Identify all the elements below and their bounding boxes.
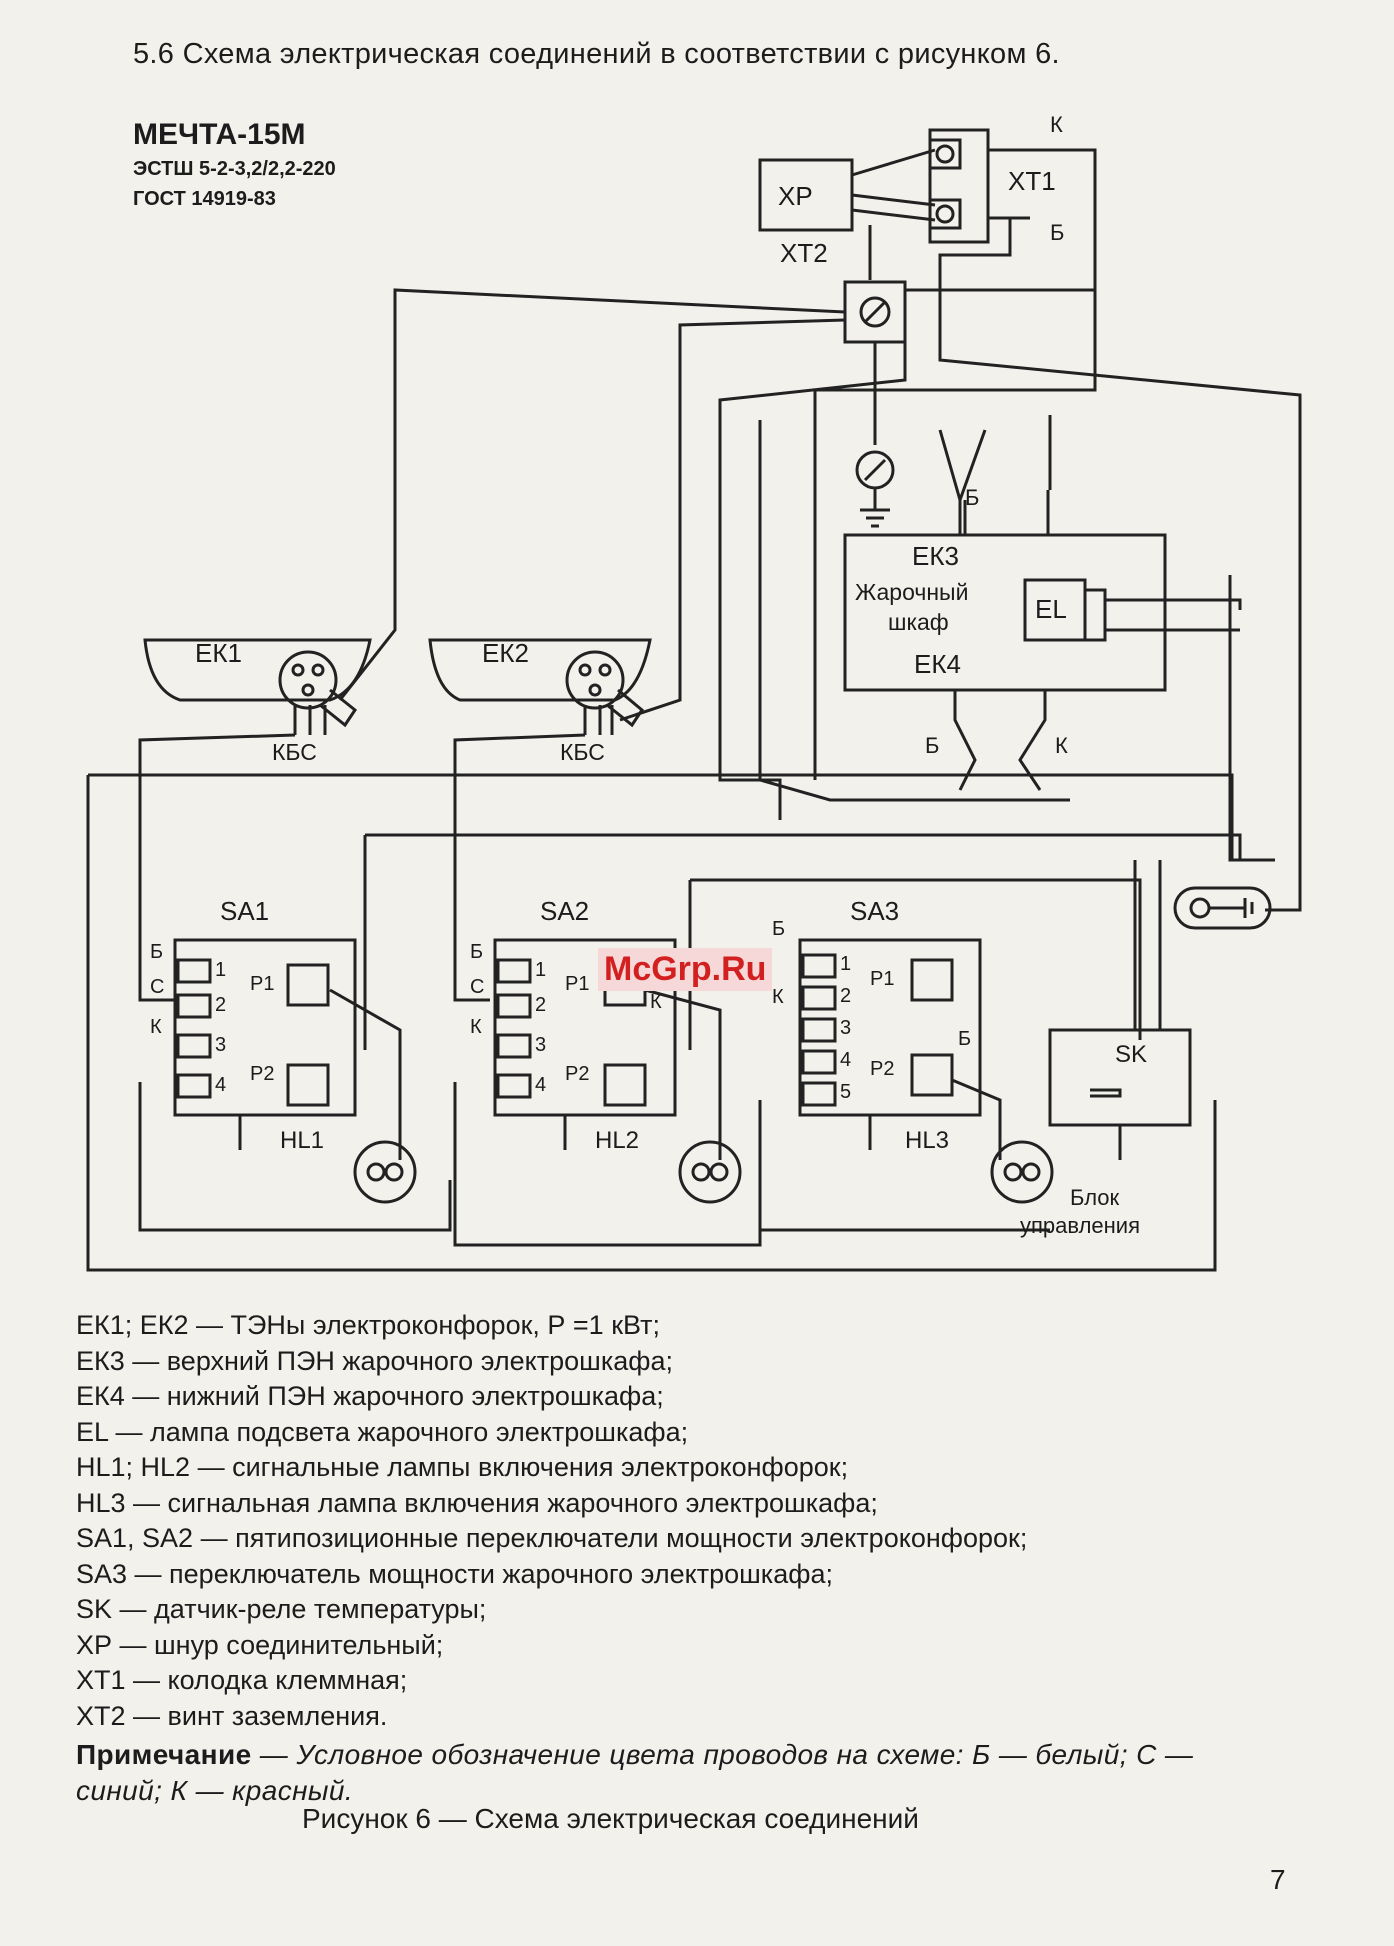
label-hl3: HL3 <box>905 1127 949 1154</box>
sa3-n5: 5 <box>840 1081 851 1103</box>
sa1-n2: 2 <box>215 994 226 1016</box>
figure-caption: Рисунок 6 — Схема электрическая соединен… <box>302 1803 919 1834</box>
label-ek1: ЕК1 <box>195 638 242 668</box>
sa2-switch <box>493 938 677 1117</box>
sa1-n1: 1 <box>215 959 226 981</box>
sa2-n3: 3 <box>535 1034 546 1056</box>
label-sa3: SA3 <box>850 896 899 926</box>
sa2-p2: Р2 <box>565 1063 589 1085</box>
legend-item: SA1, SA2 — пятипозиционные переключатели… <box>76 1523 1028 1553</box>
hl3-lamp <box>990 1140 1054 1204</box>
sa3-switch <box>798 938 982 1117</box>
label-xt2: ХТ2 <box>780 238 828 268</box>
legend-item: ХТ2 — винт заземления. <box>76 1700 388 1731</box>
sa3-p1: Р1 <box>870 968 894 990</box>
label-kbs-2: КБС <box>560 739 605 765</box>
sa1-s: С <box>150 976 164 998</box>
sa2-k-right: К <box>650 991 662 1013</box>
label-oven-1: Жарочный <box>855 579 968 605</box>
legend: ЕК1; ЕК2 — ТЭНы электроконфорок, Р =1 кВ… <box>76 1308 1027 1734</box>
sa1-switch <box>173 938 357 1117</box>
label-xt1-k: К <box>1050 112 1063 137</box>
model-name: МЕЧТА-15М <box>133 118 306 151</box>
legend-item: EL — лампа подсвета жарочного электрошка… <box>76 1416 689 1447</box>
sa1-k: К <box>150 1016 162 1038</box>
spec-standard: ЭСТШ 5-2-3,2/2,2-220 <box>133 158 336 180</box>
hl1-lamp <box>353 1140 417 1204</box>
sa1-n4: 4 <box>215 1074 226 1096</box>
label-sk: SK <box>1115 1041 1147 1068</box>
xt1-block <box>928 128 990 244</box>
spec-gost: ГОСТ 14919-83 <box>133 188 276 210</box>
label-sa2: SA2 <box>540 896 589 926</box>
indicator <box>1173 886 1272 930</box>
sa2-b: Б <box>470 941 483 963</box>
legend-item: SK — датчик-реле температуры; <box>76 1594 487 1624</box>
label-block-2: управления <box>1020 1213 1140 1238</box>
label-oven-bottom-k: К <box>1055 733 1068 758</box>
oven-box <box>843 533 1167 692</box>
sa2-s: С <box>470 976 484 998</box>
label-ek3: ЕК3 <box>912 541 959 571</box>
label-oven-bottom-b: Б <box>925 733 939 758</box>
el-lamp <box>1023 578 1087 642</box>
note: Примечание — Условное обозначение цвета … <box>76 1737 1286 1809</box>
ek2-burner <box>428 638 652 702</box>
sa1-n3: 3 <box>215 1034 226 1056</box>
legend-item: ЕК1; ЕК2 — ТЭНы электроконфорок, Р =1 кВ… <box>76 1310 660 1340</box>
label-xp: ХР <box>778 181 813 211</box>
sa1-p2: Р2 <box>250 1063 274 1085</box>
sa3-p2: Р2 <box>870 1058 894 1080</box>
label-el: EL <box>1035 594 1067 624</box>
sa3-n1: 1 <box>840 953 851 975</box>
watermark: McGrp.Ru <box>598 948 773 991</box>
sa2-p1: Р1 <box>565 973 589 995</box>
label-hl2: HL2 <box>595 1127 639 1154</box>
legend-item: SA3 — переключатель мощности жарочного э… <box>76 1558 833 1589</box>
page-number: 7 <box>1270 1864 1286 1895</box>
ek1-burner <box>143 638 372 702</box>
note-label: Примечание <box>76 1739 252 1770</box>
legend-item: ХР — шнур соединительный; <box>76 1629 444 1660</box>
note-text: — Условное обозначение цвета проводов на… <box>76 1739 1194 1806</box>
label-ek2: ЕК2 <box>482 638 529 668</box>
legend-item: ХТ1 — колодка клеммная; <box>76 1665 408 1695</box>
sa3-n4: 4 <box>840 1049 851 1071</box>
sa3-n3: 3 <box>840 1017 851 1039</box>
hl2-lamp <box>678 1140 742 1204</box>
sa2-n4: 4 <box>535 1074 546 1096</box>
label-block-1: Блок <box>1070 1185 1120 1210</box>
sa1-b: Б <box>150 941 163 963</box>
sa2-n2: 2 <box>535 994 546 1016</box>
label-oven-b: Б <box>965 485 979 510</box>
sa1-p1: Р1 <box>250 973 274 995</box>
sa3-b-right: Б <box>958 1028 971 1050</box>
sa3-n2: 2 <box>840 985 851 1007</box>
label-kbs-1: КБС <box>272 739 317 765</box>
legend-item: HL1; HL2 — сигнальные лампы включения эл… <box>76 1452 849 1482</box>
label-ek4: ЕК4 <box>914 649 961 679</box>
label-hl1: HL1 <box>280 1127 324 1154</box>
legend-item: ЕК3 — верхний ПЭН жарочного электрошкафа… <box>76 1345 673 1376</box>
label-oven-2: шкаф <box>888 609 949 635</box>
sa2-n1: 1 <box>535 959 546 981</box>
wiring-diagram: ХР ХТ1 К Б ХТ2 Б ЕК3 Жарочный шкаф ЕК4 E… <box>86 112 1302 1272</box>
sa2-k: К <box>470 1016 482 1038</box>
legend-item: HL3 — сигнальная лампа включения жарочно… <box>76 1487 878 1518</box>
label-xt1: ХТ1 <box>1008 166 1056 196</box>
sa3-k: К <box>772 986 784 1008</box>
section-heading: 5.6 Схема электрическая соединений в соо… <box>133 38 1060 70</box>
label-sa1: SA1 <box>220 896 269 926</box>
sa3-b: Б <box>772 918 785 940</box>
label-xt1-b: Б <box>1050 220 1064 245</box>
legend-item: ЕК4 — нижний ПЭН жарочного электрошкафа; <box>76 1381 664 1411</box>
